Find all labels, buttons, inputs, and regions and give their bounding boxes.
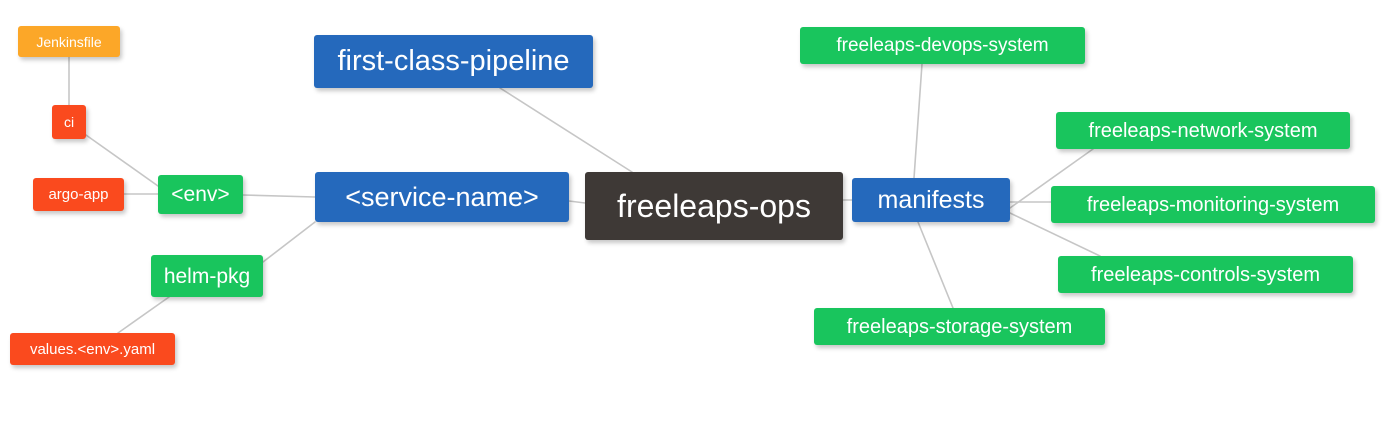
- edge-env-to-service-name: [242, 194, 316, 198]
- edge-manifests-to-freeleaps-devops-system: [913, 63, 923, 179]
- node-argo-app[interactable]: argo-app: [33, 178, 124, 211]
- node-ci[interactable]: ci: [52, 105, 86, 139]
- node-env[interactable]: <env>: [158, 175, 243, 214]
- edge-first-class-pipeline-to-freeleaps-ops: [499, 87, 633, 173]
- node-freeleaps-monitoring-system[interactable]: freeleaps-monitoring-system: [1051, 186, 1375, 223]
- node-label-freeleaps-controls-system: freeleaps-controls-system: [1091, 263, 1320, 286]
- node-jenkinsfile[interactable]: Jenkinsfile: [18, 26, 120, 57]
- node-label-values-yaml: values.<env>.yaml: [29, 340, 156, 358]
- node-label-freeleaps-monitoring-system: freeleaps-monitoring-system: [1086, 193, 1340, 216]
- node-label-manifests: manifests: [877, 185, 985, 214]
- edge-manifests-to-freeleaps-storage-system: [917, 221, 954, 309]
- node-service-name[interactable]: <service-name>: [315, 172, 569, 222]
- node-freeleaps-storage-system[interactable]: freeleaps-storage-system: [814, 308, 1105, 345]
- node-freeleaps-devops-system[interactable]: freeleaps-devops-system: [800, 27, 1085, 64]
- node-freeleaps-ops[interactable]: freeleaps-ops: [585, 172, 843, 240]
- node-label-freeleaps-ops: freeleaps-ops: [617, 188, 811, 224]
- node-label-argo-app: argo-app: [48, 186, 109, 203]
- node-freeleaps-network-system[interactable]: freeleaps-network-system: [1056, 112, 1350, 149]
- edge-helm-pkg-to-values-yaml: [117, 296, 170, 334]
- node-helm-pkg[interactable]: helm-pkg: [151, 255, 263, 297]
- node-label-jenkinsfile: Jenkinsfile: [36, 33, 102, 50]
- node-label-freeleaps-network-system: freeleaps-network-system: [1088, 119, 1318, 142]
- node-first-class-pipeline[interactable]: first-class-pipeline: [314, 35, 593, 88]
- node-label-env: <env>: [171, 183, 230, 206]
- node-freeleaps-controls-system[interactable]: freeleaps-controls-system: [1058, 256, 1353, 293]
- node-label-first-class-pipeline: first-class-pipeline: [337, 45, 570, 77]
- node-manifests[interactable]: manifests: [852, 178, 1010, 222]
- edge-service-name-to-helm-pkg: [262, 221, 316, 263]
- node-label-freeleaps-storage-system: freeleaps-storage-system: [846, 315, 1073, 338]
- node-label-helm-pkg: helm-pkg: [163, 264, 251, 288]
- edge-service-name-to-freeleaps-ops: [568, 200, 586, 204]
- node-label-service-name: <service-name>: [345, 181, 539, 212]
- node-values-yaml[interactable]: values.<env>.yaml: [10, 333, 175, 365]
- node-label-ci: ci: [63, 114, 75, 130]
- node-label-freeleaps-devops-system: freeleaps-devops-system: [836, 35, 1049, 56]
